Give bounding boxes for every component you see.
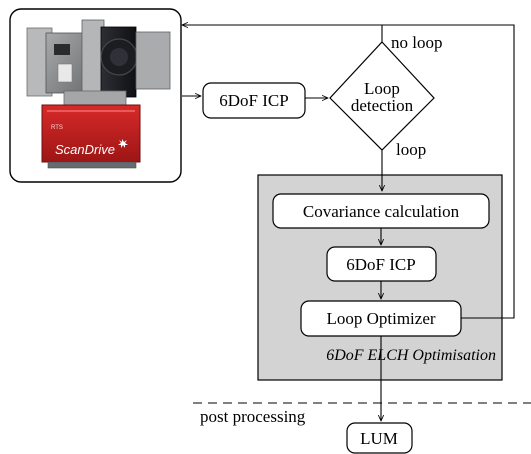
device-photo: RTS ScanDrive: [9, 8, 182, 183]
lum-label: LUM: [360, 429, 398, 448]
post-processing-label: post processing: [200, 407, 306, 426]
loop-label: loop: [396, 140, 426, 159]
loop-detection-label-2: detection: [351, 96, 414, 115]
arrow-optimizer-return: [382, 24, 515, 319]
scanner-illustration: RTS ScanDrive: [26, 19, 171, 169]
icp-box-top-label: 6DoF ICP: [219, 91, 288, 110]
lum-box: [346, 422, 413, 454]
loop-detection-label-1: Loop: [364, 79, 400, 98]
icp-box-top: [202, 82, 306, 119]
device-small-label: RTS: [51, 125, 63, 131]
device-brand-label: ScanDrive: [55, 142, 115, 157]
no-loop-label: no loop: [391, 33, 442, 52]
icp-box-inner-label: 6DoF ICP: [346, 255, 415, 274]
elch-optimisation-label: 6DoF ELCH Optimisation: [326, 347, 496, 364]
loop-optimizer-label: Loop Optimizer: [326, 309, 435, 328]
covariance-label: Covariance calculation: [303, 202, 460, 221]
arrow-no-loop-return: [182, 25, 383, 42]
